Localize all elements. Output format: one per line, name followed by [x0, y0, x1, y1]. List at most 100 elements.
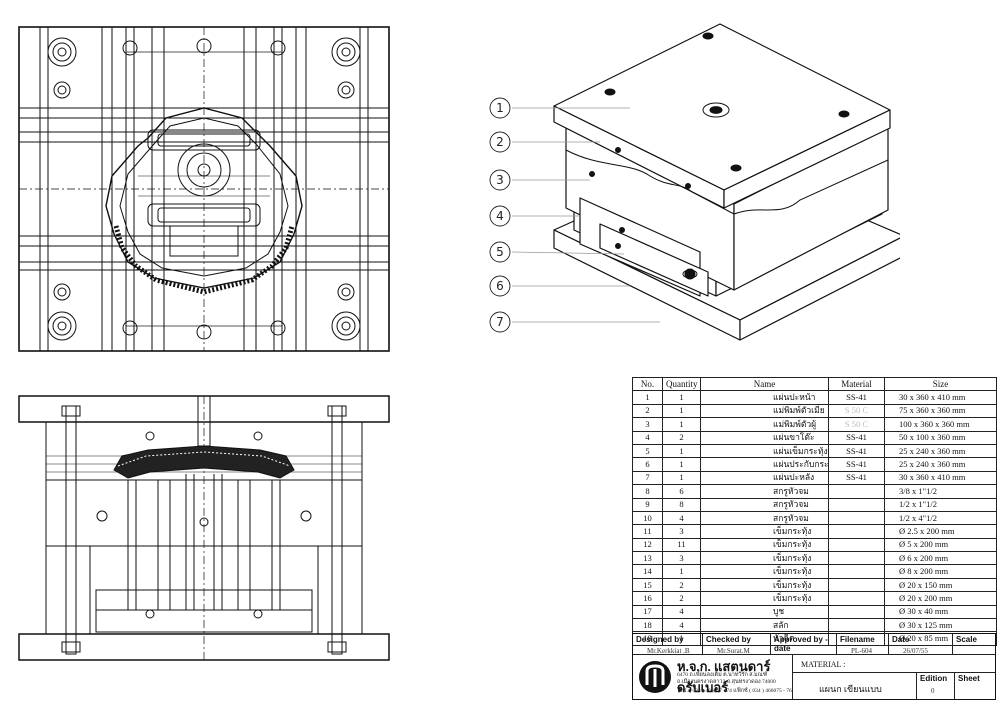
cell-no: 12	[632, 537, 663, 553]
cell-quantity: 1	[662, 564, 701, 579]
cell-no: 1	[632, 390, 663, 405]
cell-name: สกรูหัวจม	[700, 510, 829, 526]
cell-material: SS-41	[828, 457, 885, 472]
cell-quantity: 3	[662, 524, 701, 539]
cell-material: SS-41	[828, 443, 885, 459]
callout-4: 4	[496, 209, 504, 223]
cell-quantity: 1	[662, 443, 701, 459]
cell-name: เข็มกระทุ้ง	[700, 551, 829, 566]
cell-quantity: 4	[662, 604, 701, 620]
company-name: ห.จ.ก. แสตนดาร์ดรับเบอร์	[677, 659, 771, 695]
cell-size: Ø 6 x 200 mm	[884, 551, 997, 566]
cell-size: Ø 5 x 200 mm	[884, 537, 997, 553]
cell-size: Ø 30 x 125 mm	[884, 618, 997, 633]
header-quantity: Quantity	[662, 376, 701, 392]
cell-size: 30 x 360 x 410 mm	[884, 390, 997, 405]
cell-no: 8	[632, 484, 663, 499]
filename-value: PL-604	[851, 647, 872, 655]
drawing-title-cell: แผนก เขียนแบบ	[793, 673, 917, 699]
isometric-view-drawing: 1 2 3 4 5 6 7	[489, 23, 900, 341]
designed-by-label: Designed by	[636, 635, 684, 644]
filename-cell: Filename PL-604	[837, 634, 889, 655]
cell-material	[828, 484, 885, 499]
cell-quantity: 3	[662, 551, 701, 566]
callout-7: 7	[496, 315, 504, 329]
cell-quantity: 1	[662, 403, 701, 419]
cell-size: 25 x 240 x 360 mm	[884, 443, 997, 459]
cell-name: เข็มกระทุ้ง	[700, 591, 829, 606]
cell-no: 18	[632, 618, 663, 633]
date-value: 26/07/55	[903, 647, 928, 655]
mold-isometric-view: 1 2 3 4 5 6 7	[480, 0, 900, 360]
cell-material	[828, 510, 885, 526]
cell-size: 100 x 360 x 360 mm	[884, 417, 997, 432]
cell-size: Ø 20 x 150 mm	[884, 577, 997, 593]
cell-no: 13	[632, 551, 663, 566]
cell-size: 50 x 100 x 360 mm	[884, 430, 997, 445]
designed-by-value: Mr.Kerkkiat .B	[647, 647, 690, 655]
cell-no: 3	[632, 417, 663, 432]
cell-size: Ø 30 x 40 mm	[884, 604, 997, 620]
cell-name: เข็มกระทุ้ง	[700, 564, 829, 579]
cell-quantity: 11	[662, 537, 701, 553]
cell-name: แม่พิมพ์ตัวผู้	[700, 417, 829, 432]
date-label: Date	[892, 635, 910, 644]
company-address-3: โทร. ( 034 ) 466067 - 74 แฟ็กซ์ ( 034 ) …	[677, 688, 792, 694]
cell-name: แม่พิมพ์ตัวเมีย	[700, 403, 829, 419]
approved-by-cell: Approved by - date	[771, 634, 837, 655]
callout-2: 2	[496, 135, 504, 149]
cell-name: บูช	[700, 604, 829, 620]
cell-size: 25 x 240 x 360 mm	[884, 457, 997, 472]
callout-3: 3	[496, 173, 504, 187]
company-cell: ห.จ.ก. แสตนดาร์ดรับเบอร์ 6470 ถ.เพี้ยนลง…	[633, 655, 793, 699]
cell-no: 15	[632, 577, 663, 593]
cell-material	[828, 497, 885, 512]
cell-no: 10	[632, 510, 663, 526]
table-header-row: No. Quantity Name Material Size	[632, 376, 997, 392]
drawing-title: แผนก เขียนแบบ	[819, 684, 882, 694]
cell-size: 30 x 360 x 410 mm	[884, 470, 997, 486]
cell-material: S 50 C	[828, 403, 885, 419]
company-address-2: ถ.เมืองนครงาดลาวา ถ.สุนทรงาดอง 74000	[677, 679, 776, 685]
cell-material	[828, 564, 885, 579]
cell-name: เข็มกระทุ้ง	[700, 524, 829, 539]
cell-material: SS-41	[828, 390, 885, 405]
edition-label: Edition	[920, 674, 948, 683]
date-cell: Date 26/07/55	[889, 634, 953, 655]
cell-size: 3/8 x 1"1/2	[884, 484, 997, 499]
approved-by-label: Approved by - date	[774, 635, 828, 653]
cell-name: สลัก	[700, 618, 829, 633]
filename-label: Filename	[840, 635, 875, 644]
cell-name: แผ่นเข็มกระทุ้ง	[700, 443, 829, 459]
cell-name: แผ่นประกับกระทุ้ง	[700, 457, 829, 472]
mold-section-view	[18, 394, 390, 662]
callout-1: 1	[496, 101, 504, 115]
cell-name: สกรูหัวจม	[700, 497, 829, 512]
cell-no: 17	[632, 604, 663, 620]
cell-quantity: 2	[662, 577, 701, 593]
header-size: Size	[884, 376, 997, 392]
header-material: Material	[828, 376, 885, 392]
cell-size: 1/2 x 4"1/2	[884, 510, 997, 526]
cell-quantity: 2	[662, 591, 701, 606]
cell-material: S 50 C	[828, 417, 885, 432]
cell-quantity: 2	[662, 430, 701, 445]
designed-by-cell: Designed by Mr.Kerkkiat .B	[633, 634, 703, 655]
cell-no: 2	[632, 403, 663, 419]
header-no: No.	[632, 376, 663, 392]
material-label: MATERIAL :	[801, 660, 846, 669]
title-block: Designed by Mr.Kerkkiat .B Checked by Mr…	[632, 633, 996, 700]
cell-no: 19	[632, 631, 663, 646]
